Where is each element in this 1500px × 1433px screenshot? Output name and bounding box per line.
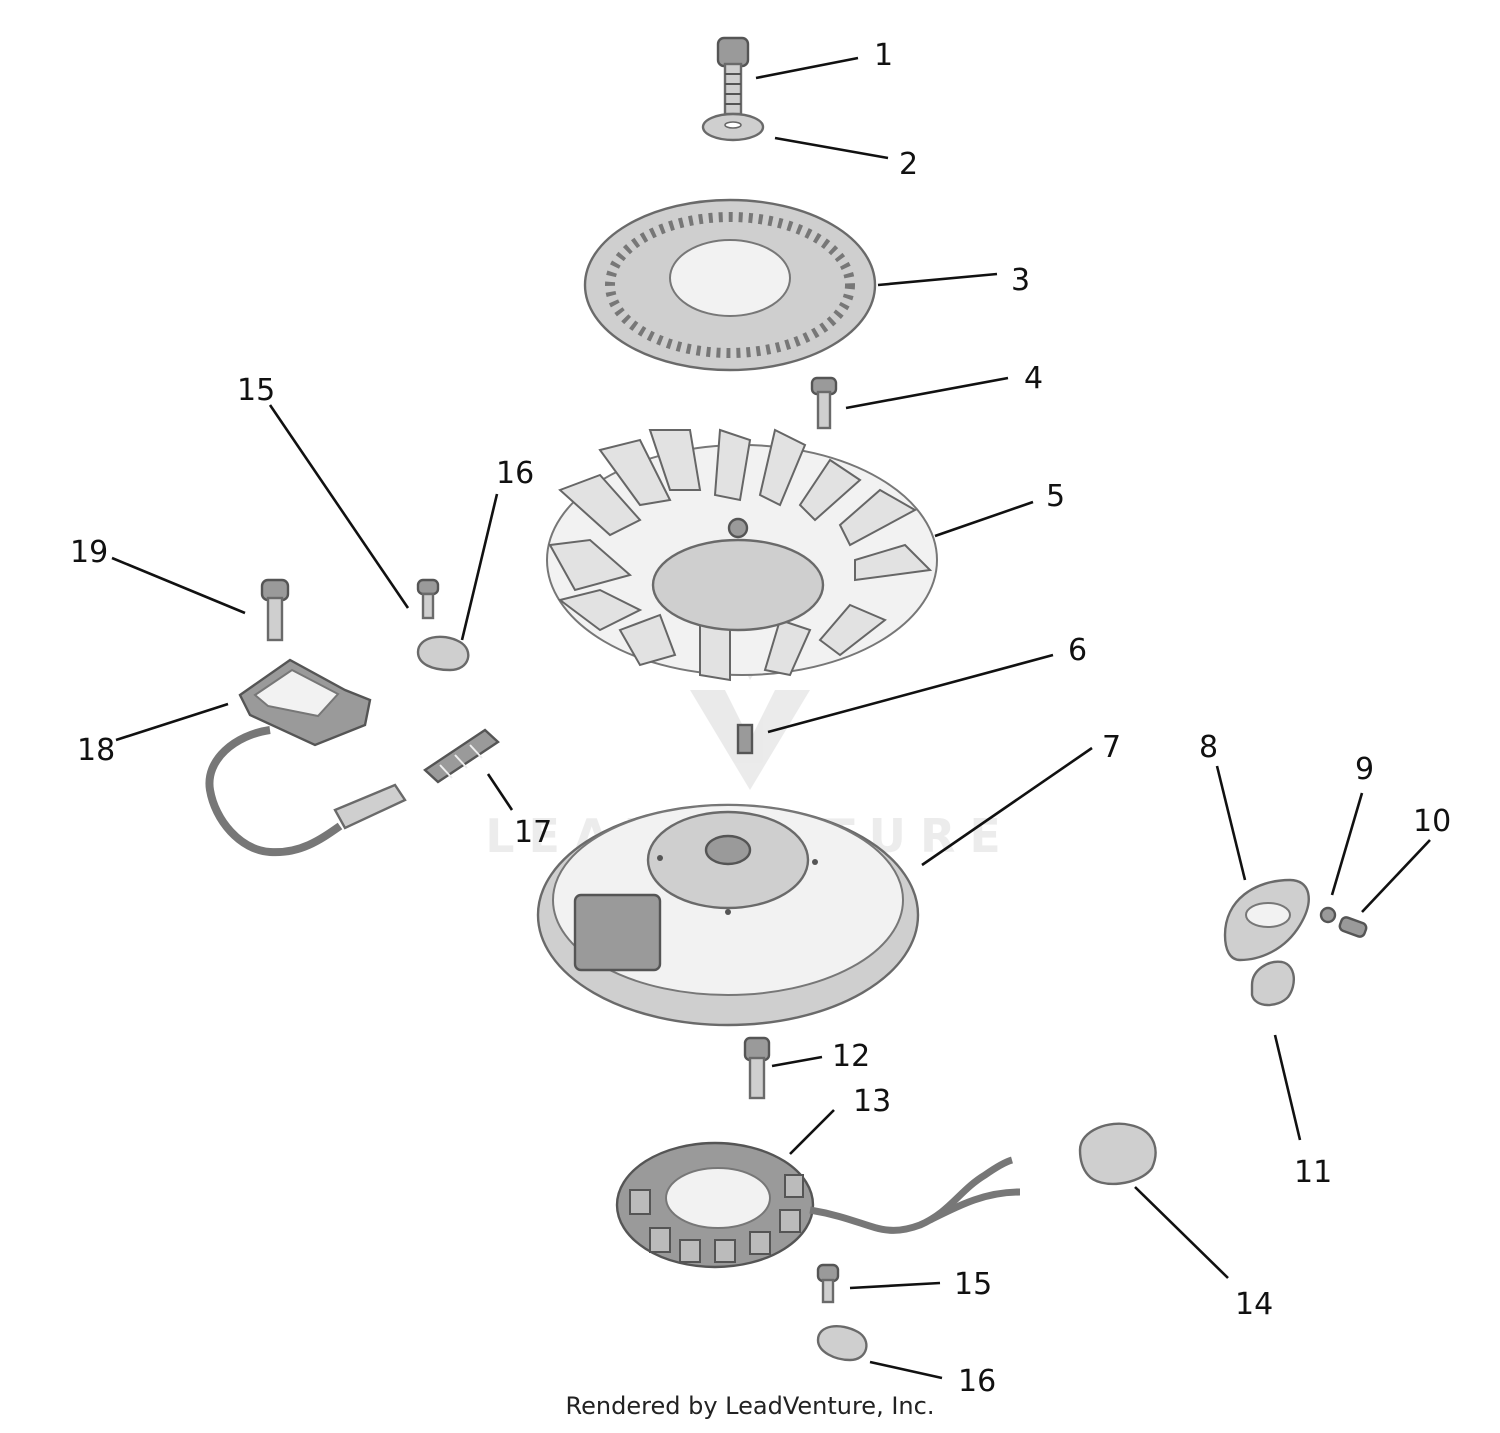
leader-19 [111, 556, 246, 615]
callout-15a: 15 [237, 373, 275, 408]
leader-lines [111, 56, 1431, 1380]
callout-1: 1 [874, 38, 893, 73]
callout-2: 2 [899, 147, 918, 182]
callout-9: 9 [1355, 752, 1374, 787]
callout-8: 8 [1199, 730, 1218, 765]
leader-18 [115, 702, 229, 742]
leader-5 [934, 500, 1034, 538]
callout-3: 3 [1011, 263, 1030, 298]
callout-16b: 16 [958, 1364, 996, 1399]
leader-17 [486, 773, 514, 811]
part-13-stator [615, 1141, 1021, 1269]
leader-10 [1361, 839, 1431, 913]
leader-1 [755, 56, 859, 80]
part-6-key [736, 723, 754, 755]
callout-labels: 1 2 3 4 5 6 7 8 9 10 11 12 13 14 15 15 1… [70, 38, 1451, 1399]
leader-12 [771, 1055, 823, 1068]
part-11-plate [1250, 960, 1295, 1007]
part-16-clip-lower [816, 1324, 868, 1362]
part-8-bracket [1223, 878, 1310, 962]
part-14-connector [1078, 1122, 1157, 1186]
part-3-screen [583, 198, 877, 372]
part-18-ignition-module [205, 658, 407, 857]
part-15-screw-lower [816, 1263, 840, 1304]
callout-19: 19 [70, 535, 108, 570]
part-1-bolt [716, 36, 750, 116]
leader-16a [460, 493, 499, 641]
callout-10: 10 [1413, 804, 1451, 839]
credit-line: Rendered by LeadVenture, Inc. [565, 1392, 935, 1420]
callout-6: 6 [1068, 633, 1087, 668]
part-19-screw [260, 578, 290, 642]
leader-3 [877, 272, 998, 287]
leader-6 [767, 653, 1054, 734]
callout-11: 11 [1294, 1155, 1332, 1190]
leader-11 [1273, 1034, 1302, 1141]
part-5-fan [546, 428, 938, 682]
part-2-washer [701, 112, 765, 142]
callout-4: 4 [1024, 361, 1043, 396]
callout-12: 12 [832, 1039, 870, 1074]
leader-13 [789, 1109, 835, 1155]
leader-2 [774, 136, 889, 160]
part-7-flywheel [536, 803, 920, 1027]
part-12-bolt [743, 1036, 771, 1100]
part-10-screw [1338, 916, 1368, 938]
callout-7: 7 [1102, 730, 1121, 765]
callout-18: 18 [77, 733, 115, 768]
leader-15b [849, 1281, 941, 1290]
leader-9 [1330, 792, 1364, 896]
callout-17: 17 [514, 815, 552, 850]
leader-7 [921, 746, 1093, 867]
callout-13: 13 [853, 1084, 891, 1119]
leader-8 [1215, 765, 1247, 881]
part-17-spark-plug [423, 728, 500, 784]
part-9-nut [1319, 906, 1337, 924]
part-16-clip-upper [416, 635, 470, 672]
leader-15a [268, 404, 410, 609]
leader-4 [845, 376, 1009, 410]
part-4-screw [810, 376, 838, 430]
callout-16a: 16 [496, 456, 534, 491]
part-15-screw-upper [416, 578, 440, 620]
callout-14: 14 [1235, 1287, 1273, 1322]
leader-14 [1134, 1186, 1229, 1279]
leader-16b [869, 1360, 943, 1380]
callout-5: 5 [1046, 479, 1065, 514]
callout-15b: 15 [954, 1267, 992, 1302]
